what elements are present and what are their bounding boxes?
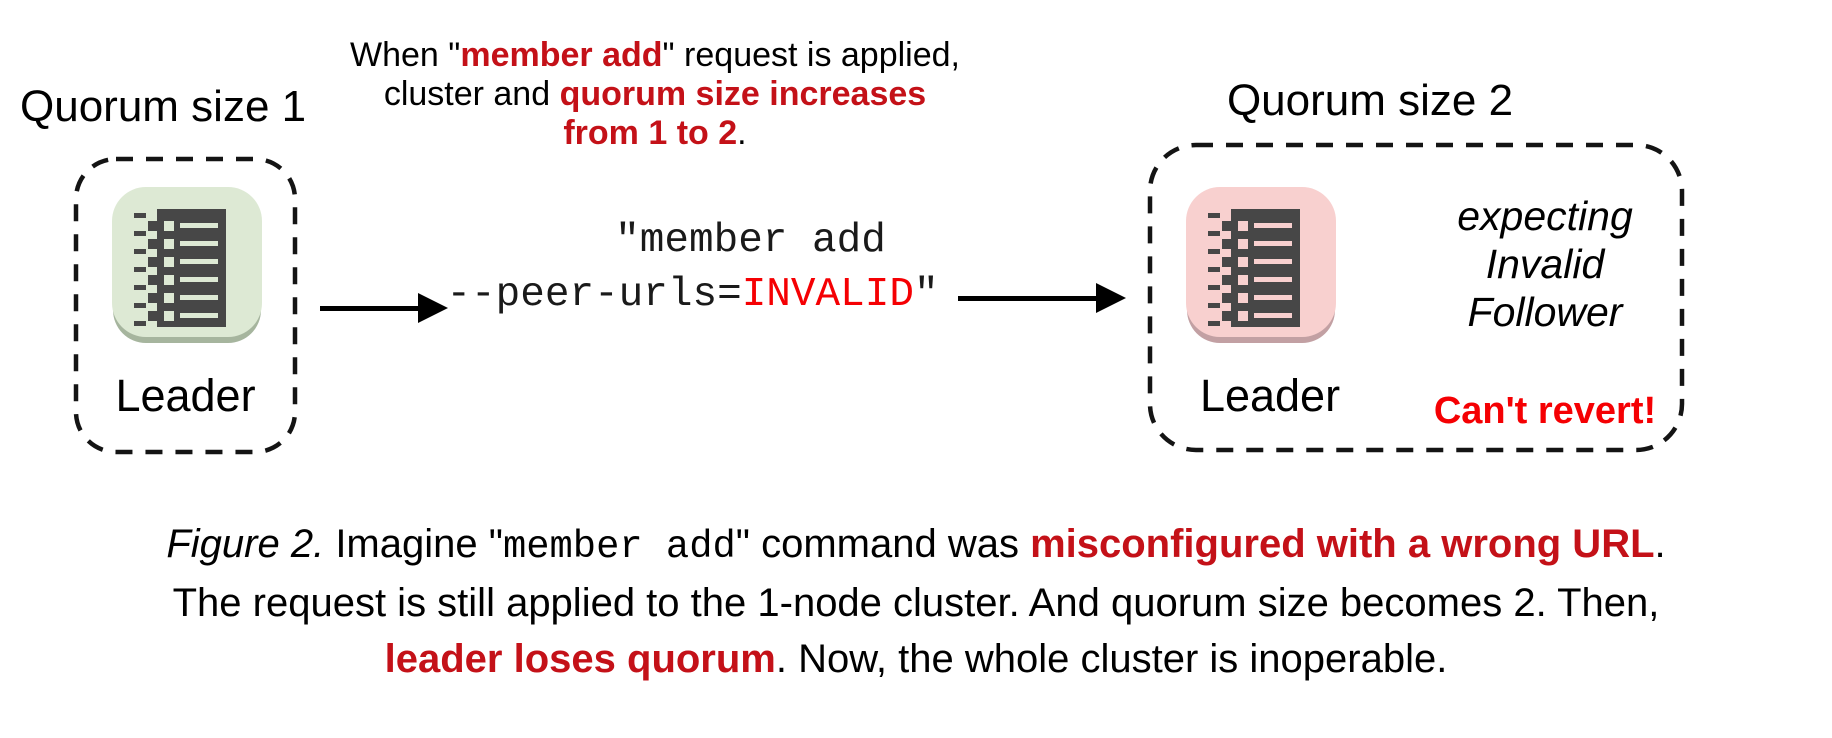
command-peer-urls: --peer-urls= [446, 272, 742, 318]
right-cluster-title: Quorum size 2 [1226, 76, 1514, 125]
caption-red-misconfigured: misconfigured with a wrong URL [1030, 522, 1655, 566]
expecting-line: expecting [1457, 193, 1633, 239]
leader-node-green [112, 187, 262, 337]
left-cluster-title: Quorum size 1 [20, 82, 307, 131]
right-cluster-boundary [1147, 142, 1685, 453]
annotation-text: . [737, 114, 747, 152]
figure-label: Figure 2. [166, 522, 325, 566]
right-node-label: Leader [1199, 370, 1341, 421]
figure-caption: Figure 2. Imagine "member add" command w… [0, 516, 1832, 687]
leader-node-pink [1186, 187, 1336, 337]
caption-text: Imagine " [324, 522, 503, 566]
caption-text: The request is still applied to the 1-no… [172, 581, 1660, 625]
node-list-icon [1208, 209, 1300, 327]
member-add-command: "member add --peer-urls=INVALID" [420, 214, 965, 322]
command-line-2: --peer-urls=INVALID" [420, 268, 965, 322]
command-closing-quote: " [913, 272, 939, 318]
caption-text: . Now, the whole cluster is inoperable. [775, 637, 1448, 681]
command-invalid-value: INVALID [741, 272, 914, 318]
annotation-red-quorum-increase: quorum size increases [559, 75, 927, 113]
annotation-red-member-add: member add [460, 36, 663, 74]
left-node-label: Leader [115, 370, 256, 421]
dashed-border [73, 156, 298, 455]
caption-mono-member-add: member add [502, 525, 736, 569]
expecting-line: Follower [1467, 289, 1623, 335]
command-line-1: "member add [615, 218, 886, 264]
annotation-text: cluster and [383, 75, 560, 113]
annotation-text: " request is applied, [662, 36, 960, 74]
annotation-red-from-1-to-2: from 1 to 2 [563, 114, 738, 152]
dashed-border [1147, 142, 1685, 453]
node-list-icon [134, 209, 226, 327]
cant-revert-warning: Can't revert! [1433, 390, 1657, 432]
caption-red-leader-loses-quorum: leader loses quorum [384, 637, 776, 681]
caption-text: . [1654, 522, 1666, 566]
expecting-line: Invalid [1485, 241, 1605, 287]
member-add-annotation: When "member add" request is applied, cl… [335, 36, 975, 153]
left-cluster-boundary [73, 156, 298, 455]
annotation-text: When " [350, 36, 461, 74]
caption-text: " command was [735, 522, 1031, 566]
expecting-invalid-follower-note: expecting Invalid Follower [1400, 192, 1690, 336]
